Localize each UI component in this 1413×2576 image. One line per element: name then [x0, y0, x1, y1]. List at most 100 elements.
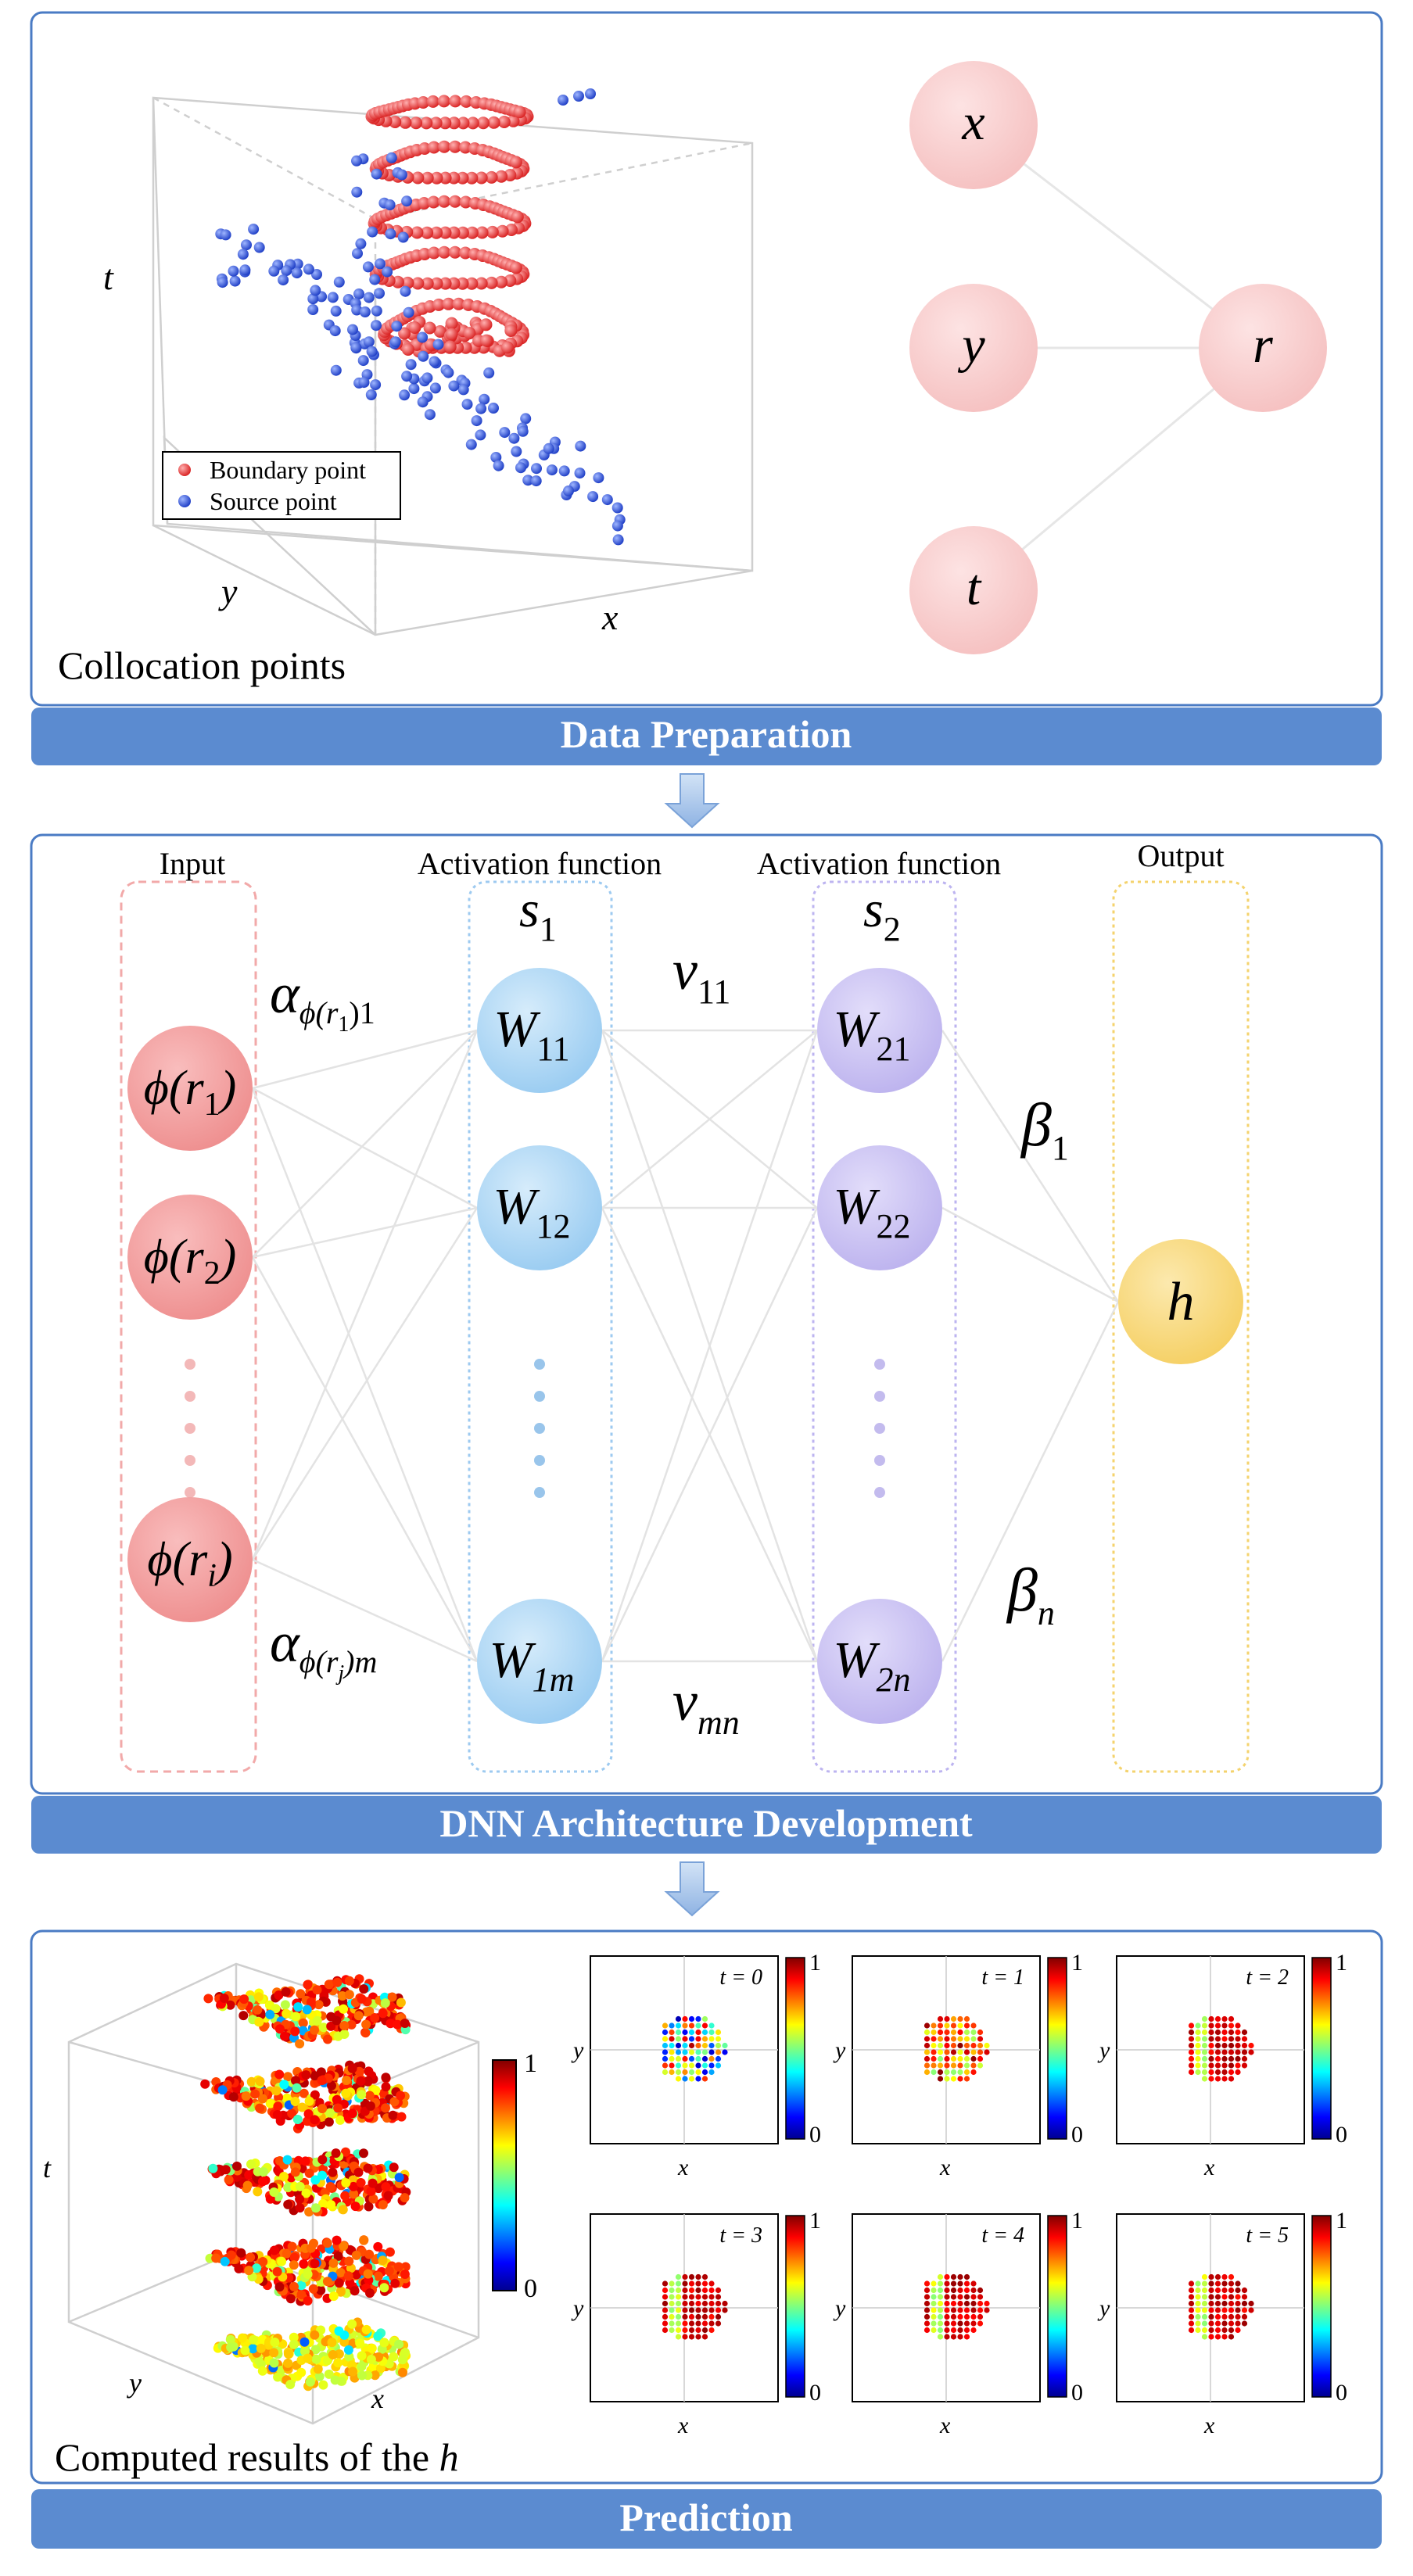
- snapshot-colorbar-max: 1: [809, 2208, 821, 2234]
- snapshot-point: [1214, 2273, 1221, 2280]
- boundary-point: [439, 277, 452, 290]
- snapshot-point: [715, 2307, 722, 2313]
- snapshot-point: [963, 2036, 970, 2042]
- slice-point: [370, 2370, 380, 2381]
- source-point: [329, 325, 341, 337]
- snapshot-point: [688, 2076, 695, 2082]
- snapshot-point: [950, 2280, 957, 2287]
- snapshot-point: [963, 2287, 970, 2294]
- slice-point: [304, 2096, 314, 2106]
- boundary-point: [497, 116, 511, 128]
- snapshot-point: [708, 2042, 715, 2049]
- snapshot-point: [931, 2049, 937, 2055]
- snapshot-point: [950, 2294, 957, 2300]
- slice-point: [299, 2259, 309, 2269]
- source-point: [371, 168, 382, 180]
- slice-point: [340, 2191, 350, 2201]
- ellipsis-dot: [185, 1487, 195, 1498]
- snapshot-point: [701, 2036, 708, 2042]
- snapshot-point: [1188, 2042, 1195, 2049]
- boundary-point: [421, 277, 434, 290]
- snapshot-point: [1235, 2320, 1241, 2327]
- layer1-ellipsis-dots: [534, 1359, 545, 1498]
- slice-point: [289, 2332, 299, 2342]
- slice-point: [316, 2285, 326, 2295]
- snapshot-ylabel: y: [571, 2037, 584, 2063]
- snapshot-point: [1221, 2300, 1228, 2307]
- snapshot-point: [695, 2042, 701, 2049]
- snapshot-point: [1228, 2327, 1235, 2334]
- snapshot-point: [1214, 2287, 1221, 2294]
- snapshot-point: [1188, 2307, 1195, 2313]
- slice-point: [332, 2235, 342, 2245]
- snapshot-point: [662, 2294, 669, 2300]
- source-point: [369, 274, 381, 285]
- snapshot-point: [957, 2049, 963, 2055]
- snapshot-point: [984, 2300, 990, 2307]
- snapshot-point: [944, 2334, 950, 2340]
- snapshot-point: [931, 2042, 937, 2049]
- snapshot-point: [669, 2320, 675, 2327]
- slice-point: [364, 2091, 375, 2101]
- snapshot-point: [1195, 2069, 1201, 2076]
- snapshot-time-label: t = 0: [719, 1965, 762, 1990]
- snapshot-point: [1221, 2076, 1228, 2082]
- source-point: [575, 440, 586, 452]
- snapshot-point: [970, 2280, 977, 2287]
- snapshot-point: [675, 2294, 682, 2300]
- slice-point: [224, 2175, 234, 2185]
- snapshot-point: [695, 2334, 701, 2340]
- snapshot-point: [662, 2042, 669, 2049]
- source-point: [418, 350, 429, 362]
- slice-point: [400, 2019, 410, 2028]
- slice-point: [292, 2115, 303, 2124]
- snapshot-point: [923, 2313, 931, 2320]
- snapshot-point: [1208, 2015, 1214, 2022]
- snapshot-point: [944, 2300, 950, 2307]
- snapshot-point: [963, 2327, 970, 2334]
- snapshot-point: [701, 2307, 708, 2313]
- snapshot-time-label: t = 4: [981, 2223, 1024, 2248]
- source-point: [421, 372, 433, 384]
- snapshot-point: [950, 2320, 957, 2327]
- slice-point: [314, 2000, 324, 2010]
- snapshot-point: [662, 2320, 669, 2327]
- slice-point: [378, 2008, 388, 2019]
- slice-point: [347, 2319, 357, 2329]
- snapshot-point: [701, 2313, 708, 2320]
- source-point: [347, 324, 358, 335]
- snapshot-point: [937, 2300, 944, 2307]
- snapshot-point: [1208, 2300, 1214, 2307]
- boundary-point: [448, 140, 461, 153]
- snapshot-point: [662, 2062, 669, 2069]
- snapshot-point: [1221, 2287, 1228, 2294]
- stack-colorbar: [492, 2059, 517, 2291]
- snapshot-point: [1228, 2069, 1235, 2076]
- snapshot-point: [1248, 2300, 1254, 2307]
- snapshot-point: [688, 2022, 695, 2029]
- snapshot-point: [957, 2300, 963, 2307]
- snapshot-point: [1201, 2327, 1208, 2334]
- snapshot-point: [688, 2049, 695, 2055]
- snapshot-point: [1235, 2036, 1241, 2042]
- snapshot-point: [937, 2313, 944, 2320]
- snapshot-point: [688, 2036, 695, 2042]
- slice-point: [400, 2348, 410, 2358]
- snapshot-point: [944, 2313, 950, 2320]
- snapshot-point: [688, 2320, 695, 2327]
- slice-point: [291, 2076, 300, 2086]
- snapshot-point: [1201, 2062, 1208, 2069]
- boundary-point: [389, 116, 402, 128]
- boundary-point: [456, 171, 469, 185]
- snapshot-point: [708, 2022, 715, 2029]
- snapshot-point: [675, 2015, 682, 2022]
- snapshot-point: [963, 2273, 970, 2280]
- ellipsis-dot: [874, 1423, 885, 1434]
- boundary-point: [479, 318, 493, 331]
- boundary-point: [457, 116, 470, 130]
- snapshot-point: [1201, 2055, 1208, 2062]
- boundary-point: [398, 327, 411, 340]
- snapshot-point: [701, 2015, 708, 2022]
- stack-axis-t: t: [43, 2152, 52, 2184]
- snapshot-colorbar: [785, 1957, 805, 2140]
